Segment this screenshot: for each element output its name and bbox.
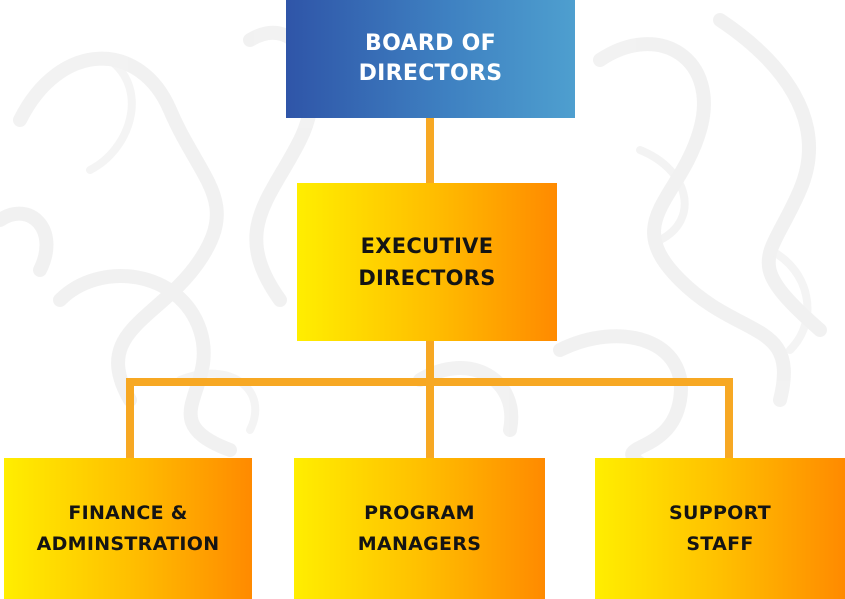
node-support-line2: STAFF (686, 532, 754, 555)
node-executive-label: EXECUTIVE DIRECTORS (358, 230, 495, 294)
node-finance-administration: FINANCE & ADMINSTRATION (4, 458, 252, 599)
node-finance-line1: FINANCE & (68, 501, 188, 524)
node-program-label: PROGRAM MANAGERS (358, 498, 482, 560)
node-support-line1: SUPPORT (669, 501, 771, 524)
node-board-of-directors: BOARD OF DIRECTORS (286, 0, 575, 118)
node-executive-line2: DIRECTORS (358, 266, 496, 290)
node-executive-directors: EXECUTIVE DIRECTORS (297, 183, 557, 341)
node-executive-line1: EXECUTIVE (360, 234, 494, 258)
node-finance-label: FINANCE & ADMINSTRATION (37, 498, 220, 560)
node-program-line1: PROGRAM (364, 501, 475, 524)
node-finance-line2: ADMINSTRATION (36, 532, 220, 555)
node-board-line2: DIRECTORS (358, 61, 503, 86)
node-board-label: BOARD OF DIRECTORS (359, 29, 503, 89)
node-support-label: SUPPORT STAFF (669, 498, 771, 560)
node-program-managers: PROGRAM MANAGERS (294, 458, 545, 599)
node-board-line1: BOARD OF (365, 31, 496, 56)
node-program-line2: MANAGERS (357, 532, 482, 555)
node-support-staff: SUPPORT STAFF (595, 458, 845, 599)
